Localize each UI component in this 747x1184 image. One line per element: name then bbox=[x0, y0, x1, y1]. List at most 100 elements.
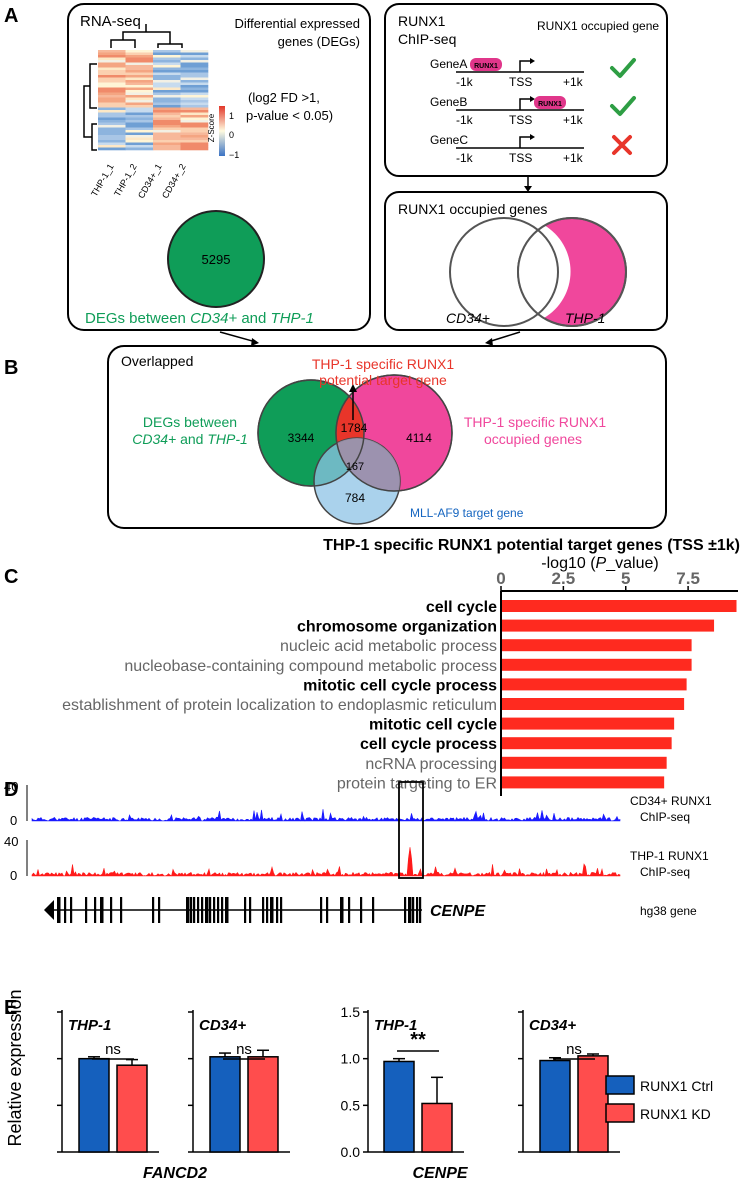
heatmap-cell bbox=[125, 110, 154, 113]
heatmap-cell bbox=[125, 142, 154, 146]
heatmap-cell bbox=[125, 70, 154, 73]
heatmap-cell bbox=[125, 107, 154, 111]
rnaseq-box bbox=[67, 3, 371, 331]
gene-exon bbox=[372, 897, 375, 923]
arrowhead bbox=[251, 338, 259, 346]
heatmap-cell bbox=[98, 77, 126, 81]
heatmap-cell bbox=[125, 60, 154, 63]
heatmap-cell bbox=[125, 85, 154, 88]
criteria-line1: (log2 FD >1, bbox=[248, 90, 320, 105]
e-ylabel: Relative expression bbox=[5, 989, 25, 1146]
overlap-box bbox=[107, 345, 667, 529]
rnaseq-title: RNA-seq bbox=[80, 13, 141, 30]
heatmap-cell bbox=[153, 135, 181, 138]
heatmap-cell bbox=[125, 80, 154, 83]
heatmap-cell bbox=[153, 142, 181, 146]
gene-exon bbox=[70, 897, 73, 923]
heatmap-cell bbox=[125, 62, 154, 66]
tss-arrow bbox=[519, 98, 532, 110]
gene-exon bbox=[412, 897, 415, 923]
heatmap-cell bbox=[98, 105, 126, 108]
gene-model-name: CENPE bbox=[430, 903, 486, 920]
heatmap-cell bbox=[98, 90, 126, 93]
go-category-label: cell cycle process bbox=[360, 736, 497, 753]
heatmap-cell bbox=[98, 62, 126, 66]
go-bar bbox=[502, 717, 675, 730]
gene-direction-arrow bbox=[44, 900, 54, 920]
go-bar bbox=[502, 776, 665, 789]
go-bar bbox=[502, 658, 692, 671]
heatmap-cell bbox=[125, 137, 154, 141]
thp1-circle-outline bbox=[517, 217, 627, 327]
heatmap-cell bbox=[180, 80, 209, 83]
heatmap-cell bbox=[180, 60, 209, 63]
legend-swatch-kd bbox=[605, 1103, 635, 1123]
heatmap-cell bbox=[153, 120, 181, 123]
peak-highlight-box bbox=[398, 781, 424, 879]
chip-tss-label: TSS bbox=[509, 151, 532, 165]
go-x-tick-label: 5 bbox=[621, 569, 630, 588]
heatmap-cell bbox=[125, 87, 154, 91]
heatmap-cell bbox=[98, 100, 126, 103]
chip-left-label: -1k bbox=[456, 75, 474, 89]
check-icon bbox=[610, 96, 636, 116]
heatmap-cell bbox=[180, 130, 209, 133]
gene-exon bbox=[276, 897, 279, 923]
heatmap-cell bbox=[180, 105, 209, 108]
heatmap-cell bbox=[125, 57, 154, 61]
gene-exon bbox=[326, 897, 329, 923]
heatmap-cell bbox=[125, 90, 154, 93]
heatmap-cell bbox=[153, 132, 181, 136]
heatmap-cell bbox=[98, 142, 126, 146]
heatmap-cell bbox=[125, 135, 154, 138]
venn-mll-only: 784 bbox=[345, 491, 365, 505]
heatmap-cell bbox=[125, 102, 154, 106]
heatmap-cell bbox=[125, 127, 154, 131]
heatmap-cell bbox=[125, 50, 154, 53]
gene-exon bbox=[100, 897, 104, 923]
heatmap-cell bbox=[180, 142, 209, 146]
heatmap-cell bbox=[153, 125, 181, 128]
e-cell-label: THP-1 bbox=[68, 1017, 111, 1034]
deg-title-line1: Differential expressed bbox=[235, 16, 361, 31]
heatmap-cell bbox=[153, 115, 181, 118]
chip-tss-label: TSS bbox=[509, 113, 532, 127]
chip-left-label: -1k bbox=[456, 113, 474, 127]
heatmap-cell bbox=[98, 130, 126, 133]
check-icon bbox=[610, 58, 636, 78]
sample-label-2: THP-1_2 bbox=[112, 162, 139, 198]
go-category-label: mitotic cell cycle process bbox=[303, 677, 497, 694]
gene-exon bbox=[416, 897, 419, 923]
heatmap-cell bbox=[180, 87, 209, 91]
heatmap-cell bbox=[180, 127, 209, 131]
kd-bar bbox=[247, 1056, 279, 1153]
heatmap-cell bbox=[125, 75, 154, 78]
gene-exon bbox=[348, 897, 351, 923]
heatmap-cell bbox=[153, 90, 181, 93]
heatmap-cell bbox=[180, 140, 209, 143]
significance-label: ** bbox=[410, 1029, 426, 1051]
heatmap-cell bbox=[180, 55, 209, 58]
heatmap-cell bbox=[153, 52, 181, 56]
heatmap-cell bbox=[180, 50, 209, 53]
heatmap-cell bbox=[98, 65, 126, 68]
heatmap-cell bbox=[180, 122, 209, 126]
chip-right-label: +1k bbox=[563, 75, 584, 89]
go-bar bbox=[502, 600, 737, 612]
sample-label-4: CD34+_2 bbox=[160, 162, 188, 200]
gene-exon bbox=[280, 897, 283, 923]
heatmap-cell bbox=[180, 97, 209, 101]
e-y-tick-label: 1.0 bbox=[341, 1051, 361, 1067]
gene-label-cenpe: CENPE bbox=[412, 1165, 468, 1182]
heatmap-cell bbox=[153, 72, 181, 76]
heatmap-cell bbox=[180, 102, 209, 106]
ctrl-bar bbox=[539, 1059, 571, 1153]
kd-bar bbox=[116, 1064, 148, 1153]
heatmap-cell bbox=[153, 75, 181, 78]
track-ytick-min: 0 bbox=[10, 813, 17, 828]
gene-exon bbox=[320, 897, 323, 923]
arrowhead bbox=[524, 186, 532, 192]
venn-triple-value: 167 bbox=[346, 461, 364, 473]
go-category-label: chromosome organization bbox=[297, 619, 497, 636]
